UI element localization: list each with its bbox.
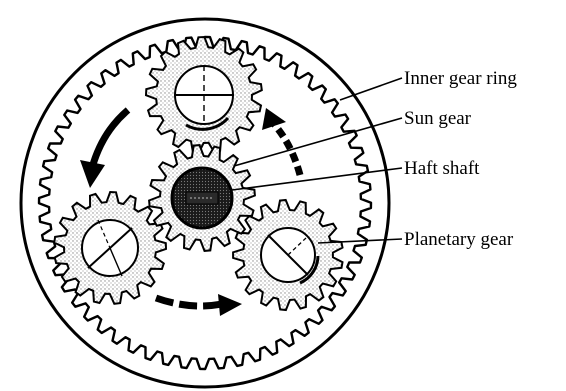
- planet-gear-top: [146, 37, 262, 153]
- leader-sun-gear: [234, 118, 402, 166]
- label-planetary-gear: Planetary gear: [404, 229, 514, 250]
- label-half-shaft: Haft shaft: [404, 158, 480, 179]
- rotation-arrow-right: [262, 108, 300, 175]
- label-inner-gear-ring: Inner gear ring: [404, 68, 517, 89]
- leader-half-shaft: [232, 168, 402, 190]
- label-sun-gear: Sun gear: [404, 108, 472, 129]
- planet-gear-left: [54, 192, 166, 304]
- rotation-arrow-bottom: [156, 294, 242, 316]
- rotation-arrow-left: [80, 110, 128, 188]
